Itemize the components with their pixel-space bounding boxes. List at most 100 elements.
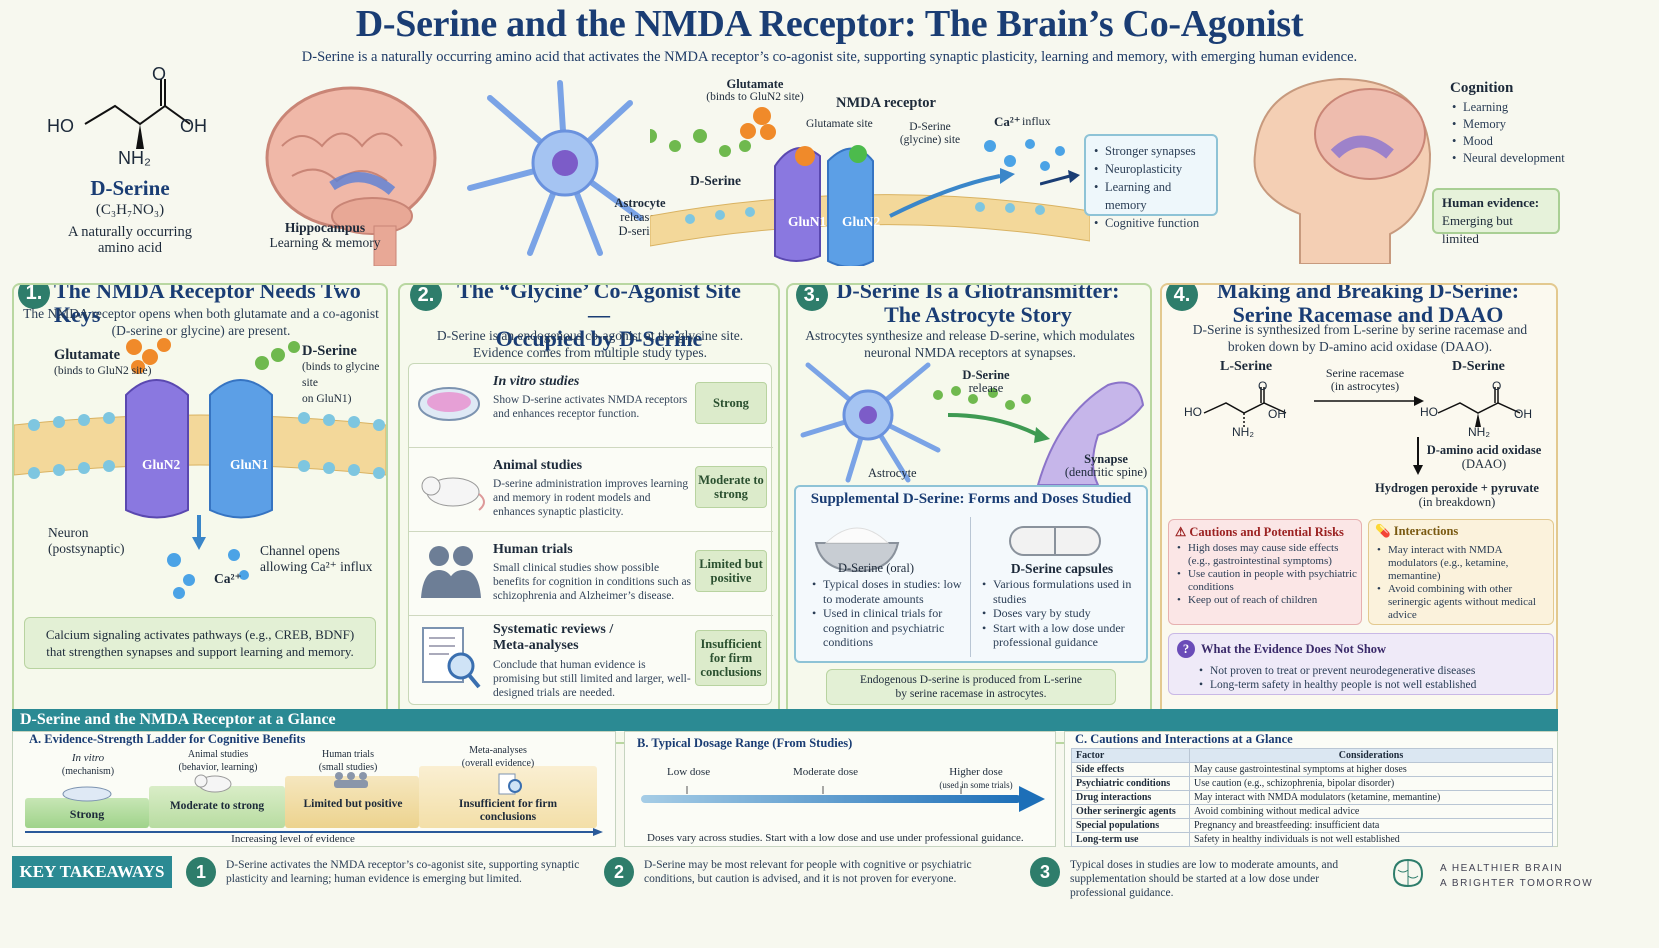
panel-number: 2. <box>410 285 442 311</box>
dserine-molecule-icon <box>255 341 300 370</box>
hero-glutamate-label: Glutamate(binds to GluN2 site) <box>706 77 804 104</box>
hero-glun1: GluN1 <box>788 214 827 229</box>
strength-badge: Strong <box>695 382 767 424</box>
p1-ca-label: Ca²⁺ <box>214 571 242 586</box>
human-evidence-box: Human evidence:Emerging but limited <box>1432 188 1560 246</box>
evidence-row: Animal studies D-serine administration i… <box>409 448 773 532</box>
p1-glutamate-label: Glutamate(binds to GluN2 site) <box>54 347 152 377</box>
hero-nmda-label: NMDA receptor <box>836 95 936 111</box>
petri-dish-icon <box>418 387 480 421</box>
ladder-step <box>149 786 285 828</box>
question-icon: ? <box>1177 640 1195 658</box>
panel-intro: D-Serine is an endogenous co-agonist at … <box>436 328 744 360</box>
hero-dserine-label: D-Serine <box>690 173 741 188</box>
arrow-right-icon <box>25 828 603 836</box>
capsules-label: D-Serine capsules <box>1010 561 1114 576</box>
dose-range-arrow-icon <box>641 786 1045 812</box>
key-takeaways-label: KEY TAKEAWAYS <box>12 856 172 888</box>
supplement-box: Supplemental D-Serine: Forms and Doses S… <box>794 485 1148 663</box>
evidence-row: In vitro studies Show D-serine activates… <box>409 364 773 448</box>
hero-glun2: GluN2 <box>842 214 881 229</box>
evidence-row: Systematic reviews / Meta-analyses Concl… <box>409 616 773 704</box>
p1-glun2: GluN2 <box>142 457 181 472</box>
panel-title: Making and Breaking D-Serine:Serine Race… <box>1216 283 1520 327</box>
effects-box: Stronger synapses Neuroplasticity Learni… <box>1084 134 1218 232</box>
hero-glutamate-site-label: Glutamate site <box>806 118 873 130</box>
mouse-icon <box>421 476 485 511</box>
glance-section-b: B. Typical Dosage Range (From Studies) L… <box>624 731 1056 847</box>
glance-section-c: C. Cautions and Interactions at a Glance… <box>1064 731 1558 847</box>
panel-intro: The NMDA receptor opens when both glutam… <box>23 306 379 338</box>
panel-two-keys: 1. The NMDA Receptor Needs Two Keys The … <box>12 283 388 744</box>
evidence-not-show-box: ?What the Evidence Does Not Show Not pro… <box>1168 633 1554 695</box>
cautions-list: High doses may cause side effects (e.g.,… <box>1175 542 1359 607</box>
strength-badge: Moderate to strong <box>695 466 767 508</box>
molecule-name: D-Serine <box>90 176 170 200</box>
oral-label: D-Serine (oral) <box>837 561 914 575</box>
magnifier-document-icon <box>498 773 522 795</box>
calcium-signaling-box: Calcium signaling activates pathways (e.… <box>24 617 376 669</box>
arrow-right-icon <box>1040 170 1080 190</box>
p3-astrocyte-label: Astrocyte <box>868 466 917 480</box>
d-serine-structure: HO OH O NH₂ <box>40 64 240 174</box>
panel-glycine-site: 2. The “Glycine’ Co-Agonist Site —Occupi… <box>398 283 780 744</box>
daao-label: D-amino acid oxidase(DAAO) <box>1426 443 1542 471</box>
panel-title: D-Serine Is a Gliotransmitter:The Astroc… <box>836 283 1120 327</box>
brain-illustration <box>262 76 440 266</box>
takeaway-text: Typical doses in studies are low to mode… <box>1070 859 1339 899</box>
page-title: D-Serine and the NMDA Receptor: The Brai… <box>355 3 1304 45</box>
takeaway-number: 2 <box>604 857 634 887</box>
astrocyte-hero-illustration <box>450 78 650 258</box>
supplement-title: Supplemental D-Serine: Forms and Doses S… <box>810 491 1132 507</box>
panel-intro: Astrocytes synthesize and release D-seri… <box>805 328 1135 360</box>
l-serine-structure-icon <box>1203 387 1287 427</box>
p1-neuron-label: Neuron(postsynaptic) <box>48 525 125 556</box>
strength-badge: Limited but positive <box>695 550 767 592</box>
p3-synapse-label: Synapse(dendritic spine) <box>1064 452 1148 479</box>
receptor-diagram-icon <box>14 379 386 599</box>
interactions-box: 💊 Interactions May interact with NMDA mo… <box>1368 519 1554 625</box>
panel-title: The NMDA Receptor Needs Two Keys <box>54 283 361 327</box>
magnifier-document-icon <box>422 627 481 689</box>
powder-scoop-icon <box>814 527 900 573</box>
hero-influx-label: influx <box>1022 114 1051 128</box>
oral-list: Typical doses in studies: low to moderat… <box>810 577 968 650</box>
pill-icon: 💊 <box>1375 524 1391 538</box>
mouse-icon <box>194 774 232 793</box>
glance-title: D-Serine and the NMDA Receptor at a Glan… <box>12 709 1558 731</box>
nmda-receptor-hero <box>650 106 1090 266</box>
human-head-illustration <box>1240 64 1440 264</box>
panel-astrocyte-story: 3. D-Serine Is a Gliotransmitter:The Ast… <box>786 283 1152 744</box>
effects-list: Stronger synapses Neuroplasticity Learni… <box>1092 142 1210 232</box>
cognition-block: Cognition Learning Memory Mood Neural de… <box>1450 80 1580 167</box>
evidence-row: Human trials Small clinical studies show… <box>409 532 773 616</box>
cognition-list: Learning Memory Mood Neural development <box>1450 99 1580 167</box>
arrow-down-icon <box>1413 437 1423 475</box>
people-icon <box>334 772 368 788</box>
hero-dserine-site-label: D-Serine(glycine) site <box>899 121 961 146</box>
d-serine-label: D-Serine <box>1452 359 1505 374</box>
strength-badge: Insufficient for firm conclusions <box>695 630 767 686</box>
molecule-bonds-icon <box>84 79 191 149</box>
capsule-icon <box>1009 526 1101 556</box>
l-serine-label: L-Serine <box>1220 359 1273 374</box>
takeaway-text: D-Serine may be most relevant for people… <box>644 859 972 885</box>
endogenous-box: Endogenous D-serine is produced from L-s… <box>826 669 1116 705</box>
page-subtitle: D-Serine is a naturally occurring amino … <box>301 49 1358 65</box>
evidence-table: In vitro studies Show D-serine activates… <box>408 363 773 705</box>
panel-title: The “Glycine’ Co-Agonist Site —Occupied … <box>457 283 741 351</box>
panel-making-breaking: 4. Making and Breaking D-Serine:Serine R… <box>1160 283 1558 744</box>
breakdown-products-label: Hydrogen peroxide + pyruvate(in breakdow… <box>1375 481 1539 509</box>
p1-glun1: GluN1 <box>230 457 269 472</box>
